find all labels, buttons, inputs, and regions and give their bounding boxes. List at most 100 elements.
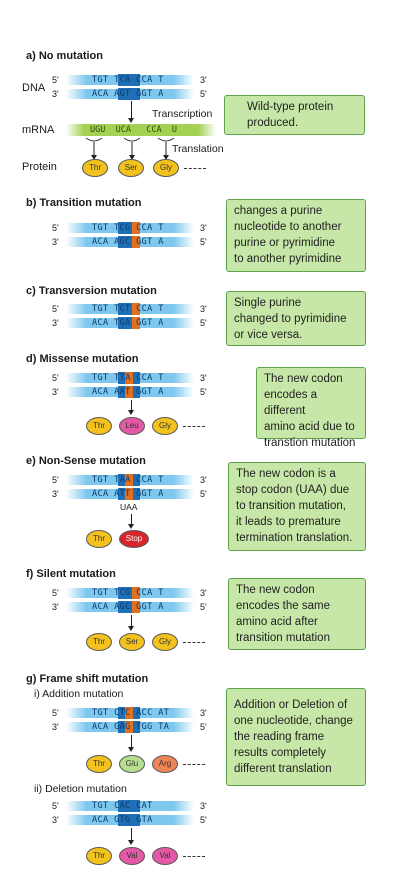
prime-3: 3'	[200, 801, 207, 811]
amino-acid-ser: Ser	[119, 633, 145, 651]
dna-top-strand: TGT TTA CCA T	[66, 372, 194, 384]
deletion-mutation-title: ii) Deletion mutation	[34, 783, 127, 795]
prime-5: 5'	[52, 373, 59, 383]
prime-3: 3'	[52, 489, 59, 499]
dna-bottom-sequence: ACA GTG GTA	[92, 815, 153, 825]
addition-mutation-title: i) Addition mutation	[34, 688, 124, 700]
prime-3: 3'	[200, 373, 207, 383]
dna-top-strand: TGT CAC CAT	[66, 800, 194, 812]
dna-bottom-strand: ACA ATT GGT A	[66, 488, 194, 500]
dna-top-strand: TGT TCG CCA T	[66, 222, 194, 234]
mrna-label: mRNA	[22, 124, 55, 136]
translation-arrow	[128, 735, 134, 752]
mutation-highlight	[118, 721, 140, 733]
mutation-highlight	[118, 488, 140, 500]
transcription-label: Transcription	[152, 108, 213, 120]
prime-5: 5'	[200, 602, 207, 612]
prime-3: 3'	[200, 708, 207, 718]
dna-top-sequence: TGT CTC ACC AT	[92, 708, 170, 718]
amino-acid-thr: Thr	[82, 159, 108, 177]
mrna-sequence: UGU UCA CCA U	[90, 125, 177, 135]
dna-top-sequence: TGT TAA CCA T	[92, 475, 164, 485]
prime-5: 5'	[200, 489, 207, 499]
prime-5: 5'	[200, 722, 207, 732]
prime-3: 3'	[52, 722, 59, 732]
chain-continues	[183, 642, 205, 643]
prime-5: 5'	[200, 237, 207, 247]
mutation-highlight	[118, 236, 140, 248]
protein-label: Protein	[22, 161, 57, 173]
section-b-title: b) Transition mutation	[26, 197, 142, 209]
translation-brackets	[85, 137, 175, 160]
prime-3: 3'	[200, 588, 207, 598]
prime-3: 3'	[200, 223, 207, 233]
mrna-strand: UGU UCA CCA U	[66, 124, 216, 136]
chain-continues	[183, 856, 205, 857]
translation-arrow	[128, 514, 134, 529]
prime-5: 5'	[52, 801, 59, 811]
translation-arrow	[128, 400, 134, 415]
prime-3: 3'	[52, 815, 59, 825]
amino-acid-thr: Thr	[86, 530, 112, 548]
amino-acid-thr: Thr	[86, 633, 112, 651]
dna-top-strand: TGT CTC ACC AT	[66, 707, 194, 719]
amino-acid-thr: Thr	[86, 755, 112, 773]
transcription-arrow	[128, 101, 134, 123]
amino-acid-glu: Glu	[119, 755, 145, 773]
mutation-highlight	[118, 601, 140, 613]
dna-top-strand: TGT TCT CCA T	[66, 303, 194, 315]
chain-continues	[183, 764, 205, 765]
section-d-title: d) Missense mutation	[26, 353, 139, 365]
mutation-highlight	[118, 303, 140, 315]
dna-bottom-strand: ACA GTG GTA	[66, 814, 194, 826]
mutation-highlight	[118, 386, 140, 398]
mutation-highlight	[118, 372, 140, 384]
dna-top-sequence: TGT CAC CAT	[92, 801, 153, 811]
dna-bottom-sequence: ACA AGC GGT A	[92, 602, 164, 612]
mutation-highlight	[118, 587, 140, 599]
dna-top-sequence: TGT TTA CCA T	[92, 373, 164, 383]
stop-signal: Stop	[119, 530, 149, 548]
codon-highlight	[118, 814, 140, 826]
dna-bottom-sequence: ACA AGC GGT A	[92, 237, 164, 247]
mutation-highlight	[118, 222, 140, 234]
chain-continues	[184, 168, 206, 169]
section-a-title: a) No mutation	[26, 50, 103, 62]
dna-bottom-sequence: ACA ATT GGT A	[92, 489, 164, 499]
prime-3: 3'	[52, 89, 59, 99]
amino-acid-thr: Thr	[86, 417, 112, 435]
amino-acid-gly: Gly	[152, 633, 178, 651]
dna-bottom-strand: ACA AGC GGT A	[66, 601, 194, 613]
dna-top-strand: TGT TCG CCA T	[66, 587, 194, 599]
amino-acid-val: Val	[119, 847, 145, 865]
chain-continues	[183, 426, 205, 427]
dna-bottom-strand: ACA TGA GGT A	[66, 317, 194, 329]
dna-bottom-strand: ACA AGT GGT A	[66, 88, 194, 100]
amino-acid-gly: Gly	[152, 417, 178, 435]
amino-acid-gly: Gly	[153, 159, 179, 177]
prime-3: 3'	[52, 387, 59, 397]
dna-top-sequence: TGT TCT CCA T	[92, 304, 164, 314]
dna-top-strand: TGT TAA CCA T	[66, 474, 194, 486]
stop-codon-label: UAA	[120, 502, 138, 512]
prime-3: 3'	[52, 237, 59, 247]
prime-5: 5'	[200, 318, 207, 328]
dna-top-strand: TGT TCA CCA T	[66, 74, 194, 86]
dna-top-sequence: TGT TCG CCA T	[92, 588, 164, 598]
amino-acid-thr: Thr	[86, 847, 112, 865]
dna-bottom-sequence: ACA AGT GGT A	[92, 89, 164, 99]
prime-5: 5'	[52, 475, 59, 485]
mutation-highlight	[118, 474, 140, 486]
codon-highlight	[118, 74, 140, 86]
prime-5: 5'	[52, 223, 59, 233]
section-c-title: c) Transversion mutation	[26, 285, 157, 297]
codon-highlight	[118, 800, 140, 812]
translation-label: Translation	[172, 143, 224, 155]
amino-acid-ser: Ser	[118, 159, 144, 177]
